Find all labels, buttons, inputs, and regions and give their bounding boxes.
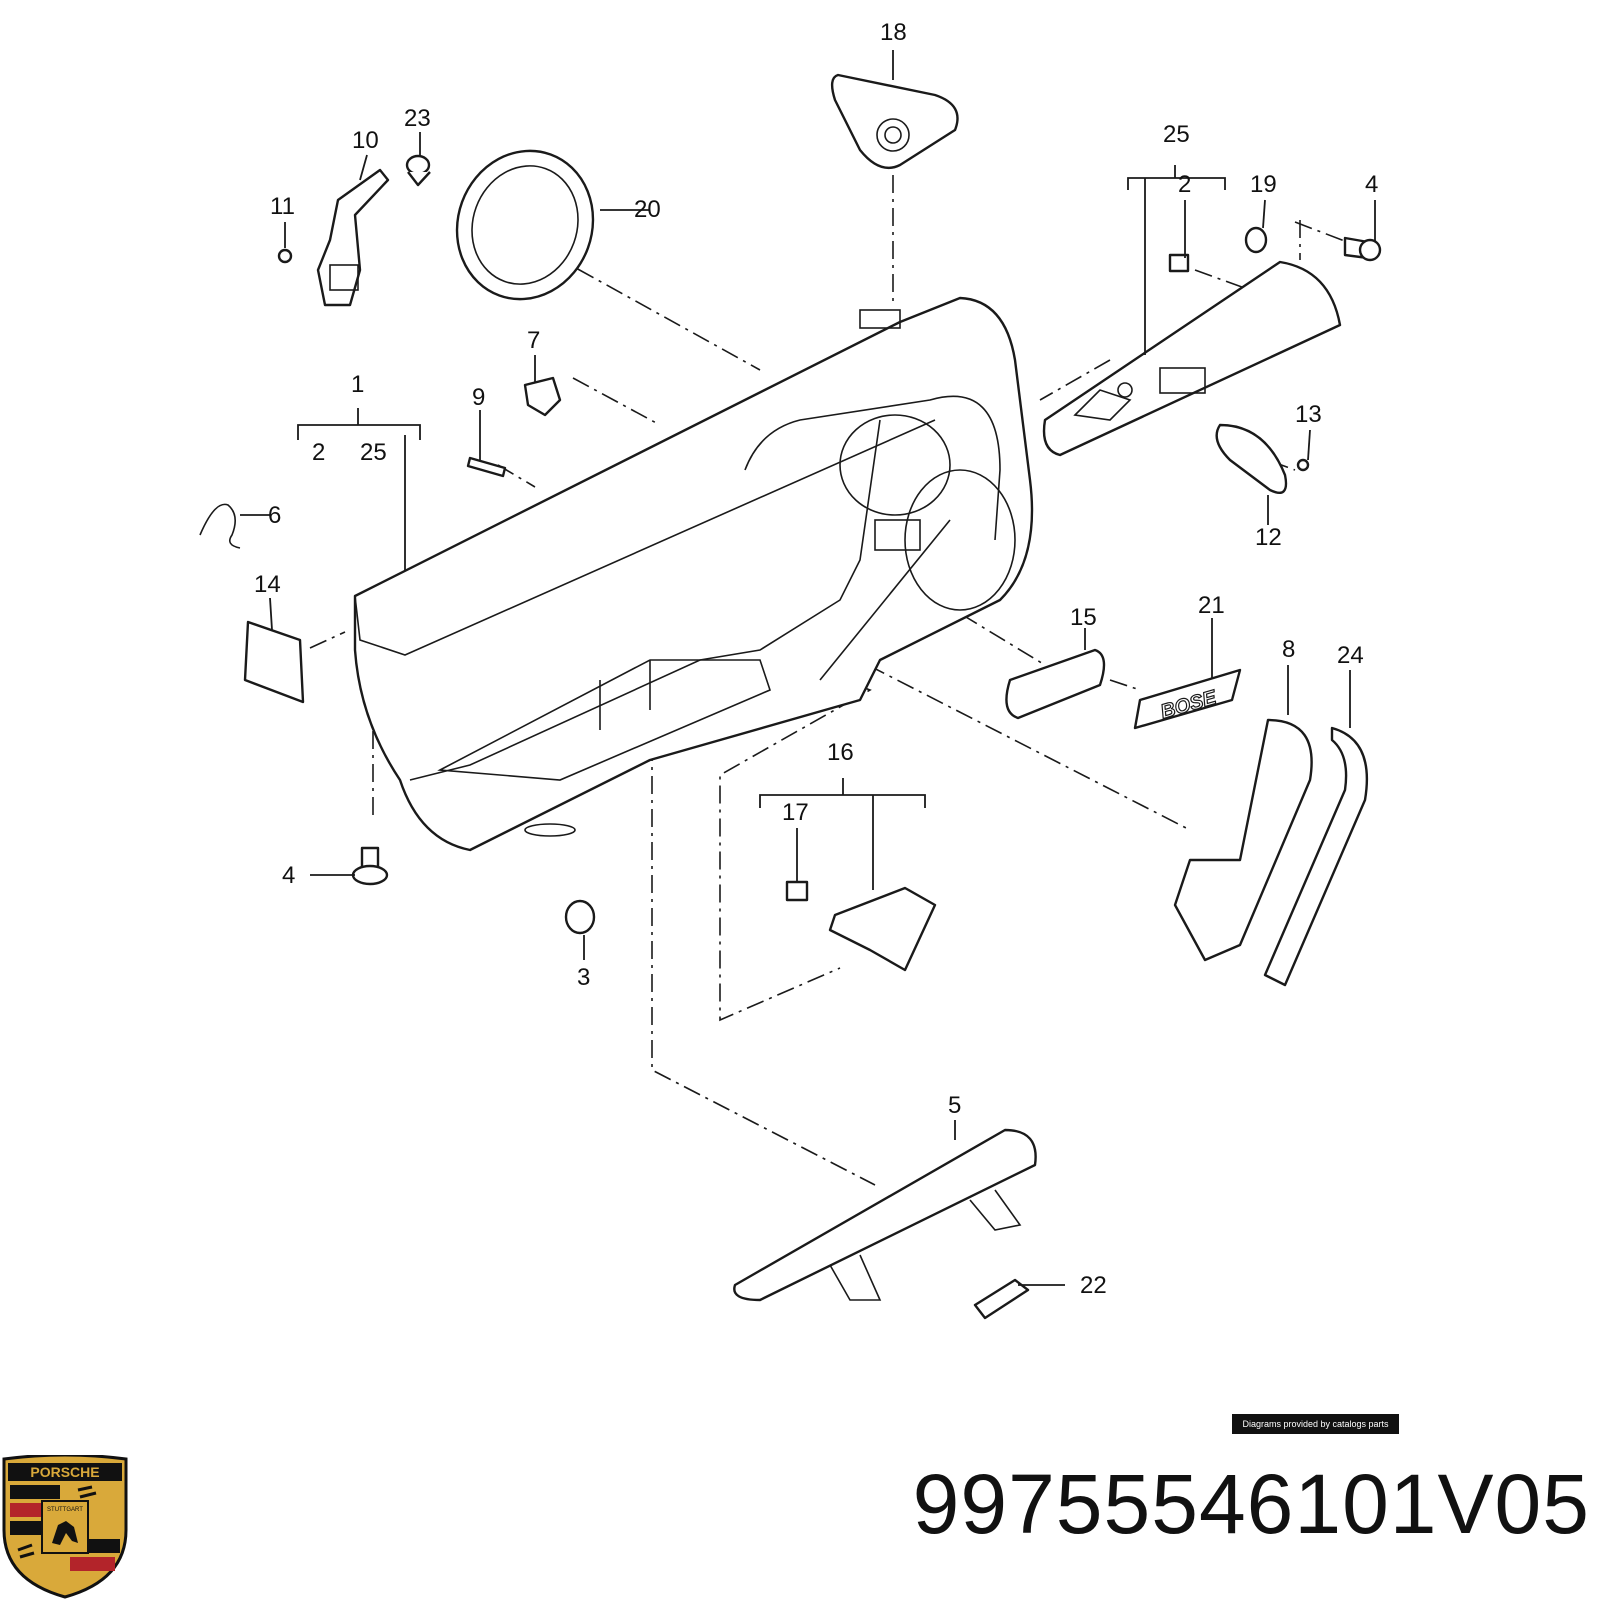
- part-number: 99755546101V05: [912, 1457, 1590, 1551]
- screw-13: [1296, 458, 1310, 472]
- screw-9: [466, 456, 507, 478]
- callout-21: 21: [1198, 592, 1225, 619]
- handle-bezel-16: [828, 886, 937, 972]
- callout-24: 24: [1337, 642, 1364, 669]
- clip-17: [785, 880, 809, 902]
- mirror-switch-bezel: [830, 73, 959, 170]
- bolt-4-top: [1343, 236, 1382, 262]
- callout-13: 13: [1295, 401, 1322, 428]
- callout-5: 5: [948, 1092, 961, 1119]
- bolt-4-bottom: [351, 846, 389, 886]
- door-lock-mechanism: [277, 168, 390, 307]
- callout-4-bottom: 4: [282, 862, 295, 889]
- armrest-switch-panel: [1042, 260, 1342, 457]
- callout-25-left: 25: [360, 439, 387, 466]
- bracket-7: [523, 376, 562, 417]
- spring-clip-6: [199, 503, 241, 549]
- callout-18: 18: [880, 19, 907, 46]
- callout-4-top: 4: [1365, 171, 1378, 198]
- trim-15: [1005, 648, 1106, 720]
- trim-strip-24: [1263, 726, 1369, 987]
- door-trim-panel: [353, 296, 1034, 852]
- callout-7: 7: [527, 327, 540, 354]
- callout-11: 11: [270, 193, 295, 220]
- clip-22: [973, 1278, 1030, 1320]
- callout-10: 10: [352, 127, 379, 154]
- callout-2-left: 2: [312, 439, 325, 466]
- door-pull-8: [1173, 718, 1313, 962]
- tweeter-cover: [1215, 423, 1288, 495]
- callout-19: 19: [1250, 171, 1277, 198]
- callout-6: 6: [268, 502, 281, 529]
- lower-trim-bar-5: [733, 1128, 1037, 1302]
- callout-12: 12: [1255, 524, 1282, 551]
- logo-brand-text: PORSCHE: [30, 1464, 99, 1480]
- clip-23: [405, 154, 431, 187]
- callout-9: 9: [472, 384, 485, 411]
- logo-city-text: STUTTGART: [47, 1507, 83, 1513]
- bose-badge: BOSE: [1133, 668, 1242, 730]
- callout-17: 17: [782, 799, 809, 826]
- porsche-crest-logo: PORSCHE STUTTGART: [2, 1455, 128, 1599]
- o-ring-19: [1244, 226, 1268, 254]
- callout-14: 14: [254, 571, 281, 598]
- callout-23: 23: [404, 105, 431, 132]
- callout-8: 8: [1282, 636, 1295, 663]
- callout-20: 20: [634, 196, 661, 223]
- callout-16: 16: [827, 739, 854, 766]
- clip-2: [1168, 253, 1190, 273]
- callout-1: 1: [351, 371, 364, 398]
- leader-lines: [240, 50, 1376, 1286]
- callout-labels: 18 23 10 20 11 25 2 19 4 7 1 9 2 25 13 6…: [254, 19, 1378, 1299]
- grommet-3: [564, 899, 596, 935]
- callout-3: 3: [577, 964, 590, 991]
- speaker-ring: [455, 149, 595, 301]
- callout-25-right: 25: [1163, 121, 1190, 148]
- callout-2-right: 2: [1178, 171, 1191, 198]
- diagram-credit: Diagrams provided by catalogs parts: [1232, 1414, 1399, 1434]
- cover-14: [243, 620, 305, 704]
- callout-22: 22: [1080, 1272, 1107, 1299]
- callout-15: 15: [1070, 604, 1097, 631]
